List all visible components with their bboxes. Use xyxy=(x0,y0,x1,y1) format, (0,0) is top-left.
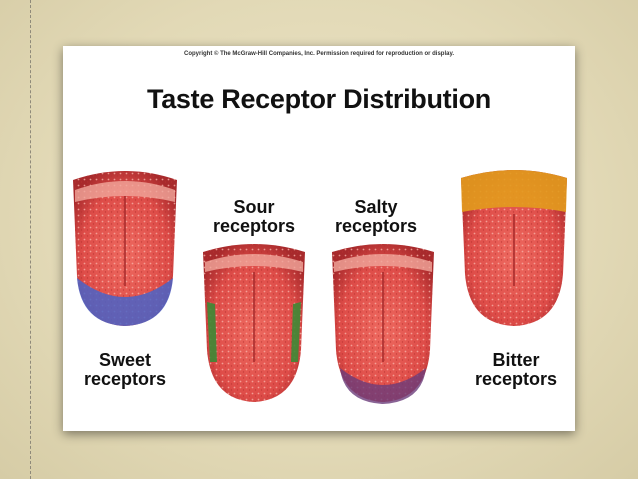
sour-left-region xyxy=(207,302,217,362)
salty-receptor-tongue xyxy=(332,244,434,404)
copyright-notice: Copyright © The McGraw-Hill Companies, I… xyxy=(183,51,455,57)
sweet-region xyxy=(77,278,173,326)
page-margin-rule xyxy=(30,0,31,479)
bitter-region xyxy=(461,170,567,212)
sweet-receptor-tongue xyxy=(73,171,177,326)
slide: Copyright © The McGraw-Hill Companies, I… xyxy=(63,46,575,431)
bitter-receptor-tongue xyxy=(461,170,567,326)
figure-title: Taste Receptor Distribution xyxy=(147,84,491,114)
sour-right-region xyxy=(291,302,301,362)
salty-region xyxy=(340,368,426,404)
sour-receptor-tongue xyxy=(203,244,305,402)
